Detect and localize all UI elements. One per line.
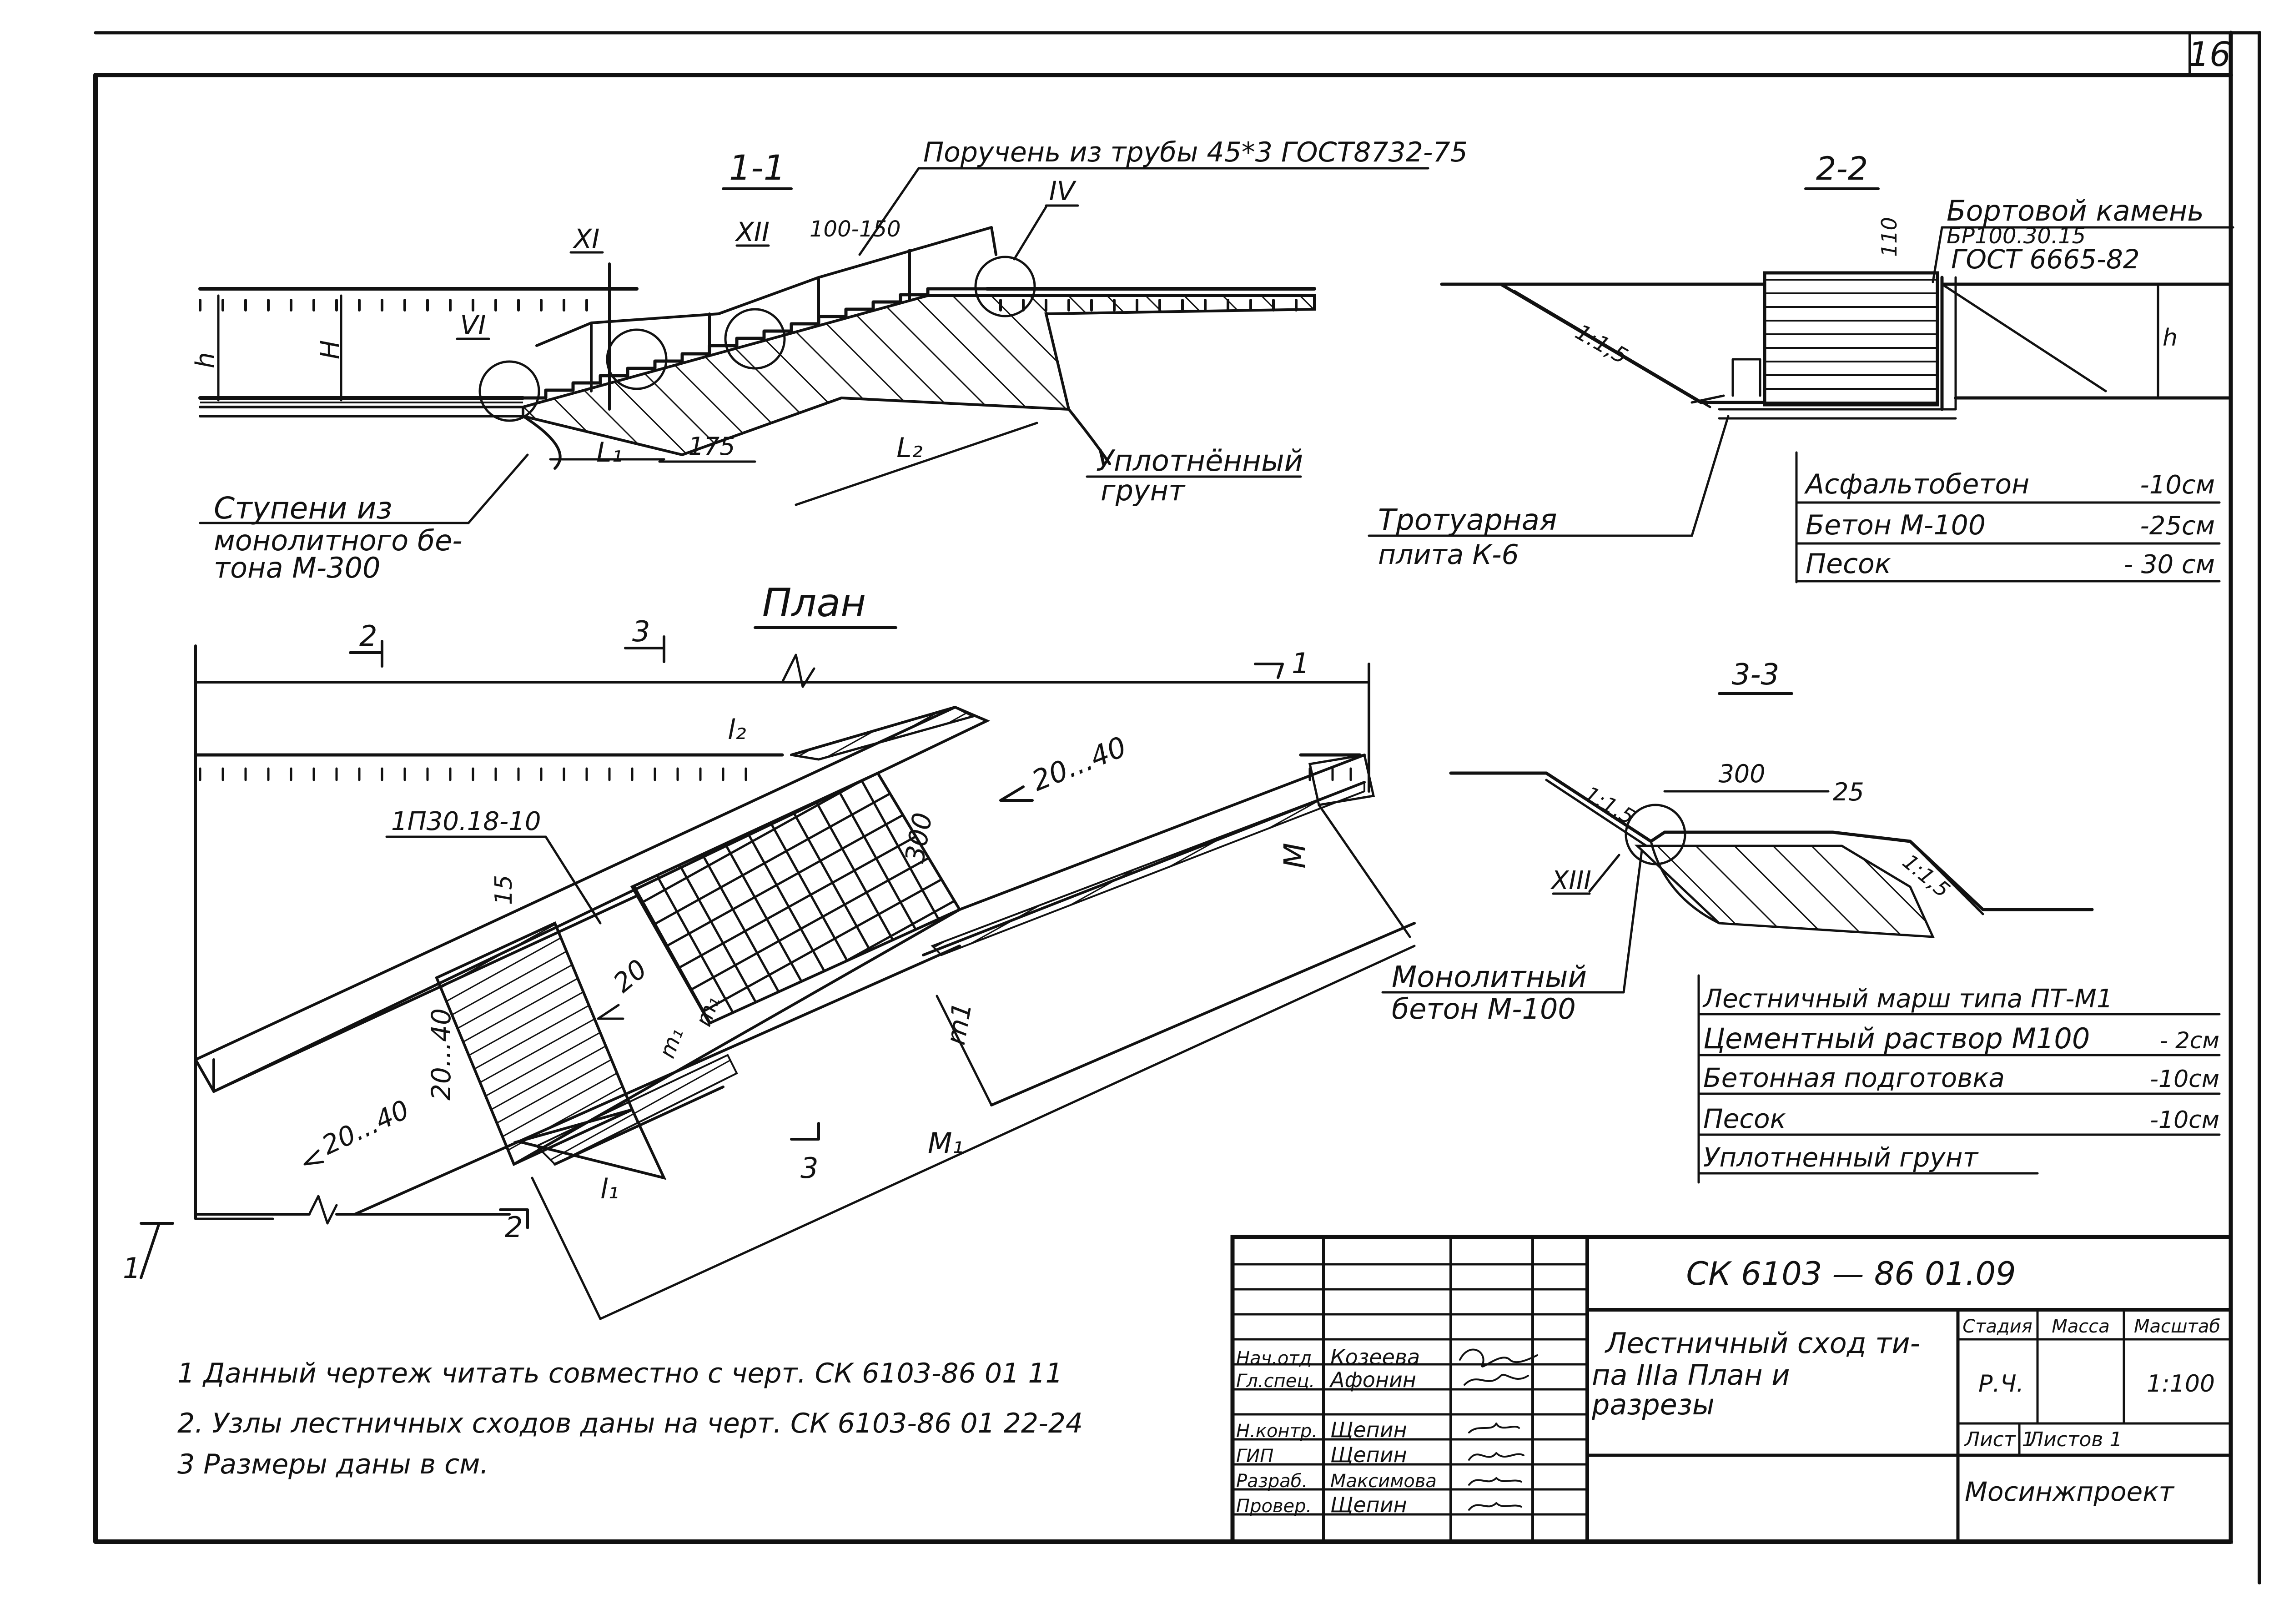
layer-2-2-0-name: Асфальтобетон [1804,468,2029,500]
cut-3-bottom: 3 [800,1151,818,1185]
dim-L2: L₂ [896,432,922,464]
dim-100-150: 100-150 [810,216,901,242]
soil-callout-line1: Уплотнённый [1096,444,1303,478]
slope-top: 20...40 [1027,730,1131,798]
concrete-callout-line1: Монолитный [1392,960,1587,994]
signer-4-role: Разраб. [1236,1471,1308,1492]
layer-2-2-1-thk: -25см [2140,511,2215,541]
concrete-callout-line2: бетон М-100 [1392,992,1576,1026]
note-1: 1 Данный чертеж читать совместно с черт.… [177,1358,1063,1389]
dim-m1: m1 [940,1000,978,1047]
signer-4-name: Максимова [1330,1471,1437,1492]
drawing-code: СК 6103 — 86 01.09 [1686,1255,2016,1292]
signer-5-name: Щепин [1330,1493,1407,1517]
sheets-value: Листов 1 [2027,1428,2122,1451]
cut-2-bottom: 2 [505,1211,523,1244]
dim-l1: l₁ [600,1173,619,1205]
dim-h: h [191,352,220,369]
layer-2-2-0-thk: -10см [2140,470,2215,500]
scale-value: 1:100 [2147,1370,2215,1398]
layer-3-3-0-name: Лестничный марш типа ПТ-М1 [1702,984,2113,1014]
slope-2-2: 1:1,5 [1571,319,1632,369]
section-1-1: 1-1 Поручень из трубы 45*3 ГОСТ8732-75 X… [191,136,1468,584]
dim-M: M [1278,843,1313,869]
dim-175: 175 [688,432,735,461]
drawing-title-line2: па IIIa План и [1592,1358,1790,1392]
node-iv: IV [1049,176,1077,206]
layer-2-2-1-name: Бетон М-100 [1806,509,1986,541]
dim-20-plan: 20 [607,953,653,999]
layer-3-3-2-name: Бетонная подготовка [1703,1062,2005,1093]
header-mass: Масса [2052,1316,2110,1337]
dim-20-40-vertical: 20...40 [426,1008,457,1101]
signer-1-name: Афонин [1329,1368,1416,1392]
dim-15: 15 [490,875,518,905]
layer-2-2-2-name: Песок [1806,548,1891,580]
drawing-title-line3: разрезы [1591,1388,1715,1421]
sheet-frame [93,30,2261,1584]
section-3-3: 3-3 300 25 1:1,5 1:1,5 XIII Монолитный б… [1381,658,2221,1184]
layer-3-3-3-name: Песок [1703,1103,1786,1134]
steps-callout-line1: Ступени из [214,491,392,526]
signer-1-role: Гл.спец. [1236,1371,1315,1392]
header-scale: Масштаб [2134,1316,2220,1337]
title-block: СК 6103 — 86 01.09 Лестничный сход ти- п… [1230,1235,2233,1544]
stage-value: Р.Ч. [1978,1370,2024,1398]
dim-L1: L₁ [596,437,622,468]
panel-callout: 1П30.18-10 [391,807,541,836]
layer-3-3-3-thk: -10см [2150,1106,2219,1134]
sheet-value: Лист 1 [1964,1428,2034,1451]
section-2-2-title: 2-2 [1816,150,1868,187]
signer-5-role: Провер. [1236,1496,1312,1517]
dim-300-3-3: 300 [1718,759,1765,788]
node-xi: XI [573,223,600,254]
node-xii: XII [735,216,770,247]
notes: 1 Данный чертеж читать совместно с черт.… [177,1358,1083,1480]
cut-1-top: 1 [1292,647,1309,680]
layer-3-3-1-name: Цементный раствор М100 [1703,1022,2090,1055]
drawing-title-line1: Лестничный сход ти- [1605,1327,1920,1360]
dim-h-right: h [2163,324,2178,352]
steps-callout-line2: монолитного бе- [214,524,463,557]
node-vi: VI [460,310,486,341]
signer-3-name: Щепин [1330,1443,1407,1467]
signer-2-name: Щепин [1330,1418,1407,1442]
soil-callout-line2: грунт [1101,474,1186,507]
layer-2-2-2-thk: - 30 см [2124,550,2215,579]
steps-callout-line3: тона М-300 [214,551,381,584]
dim-l2: l₂ [728,714,746,746]
slope-left: 20...40 [317,1094,414,1161]
signer-3-role: ГИП [1236,1446,1273,1467]
sheet-number: 16 [2188,35,2231,74]
layer-3-3-1-thk: - 2см [2160,1027,2219,1054]
plan-title: План [762,580,866,626]
curb-callout-line2: БР100.30.15 [1947,223,2086,249]
organization: Мосинжпроект [1965,1476,2175,1507]
plan-view: План 2 3 1 [123,580,1416,1320]
section-1-1-title: 1-1 [729,147,785,188]
note-3: 3 Размеры даны в см. [177,1448,489,1480]
layer-3-3-4-name: Уплотненный грунт [1703,1142,1979,1173]
dim-m-small-a: m₁ [654,1025,689,1061]
cut-3-top: 3 [632,615,650,648]
slab-callout-line1: Тротуарная [1378,503,1557,537]
curb-callout-line3: ГОСТ 6665-82 [1951,244,2140,275]
node-xiii: XIII [1550,866,1591,895]
signer-0-role: Нач.отд [1236,1348,1312,1369]
signer-0-name: Козеева [1330,1345,1420,1369]
slab-callout-line2: плита К-6 [1378,539,1519,571]
note-2: 2. Узлы лестничных сходов даны на черт. … [177,1408,1083,1439]
layer-3-3-2-thk: -10см [2150,1066,2219,1093]
dim-25: 25 [1833,778,1864,806]
dim-110: 110 [1877,217,1902,257]
handrail-callout: Поручень из трубы 45*3 ГОСТ8732-75 [923,136,1468,168]
dim-M1: M₁ [928,1126,963,1160]
header-stage: Стадия [1962,1316,2032,1337]
cut-2-top: 2 [359,619,377,653]
curb-callout-line1: Бортовой камень [1947,194,2204,227]
section-2-2: 2-2 Бортовой камень БР100.30.15 ГОСТ 666… [1368,150,2234,583]
cut-1-bottom: 1 [123,1252,141,1285]
section-3-3-title: 3-3 [1732,658,1780,692]
signer-2-role: Н.контр. [1236,1421,1318,1442]
